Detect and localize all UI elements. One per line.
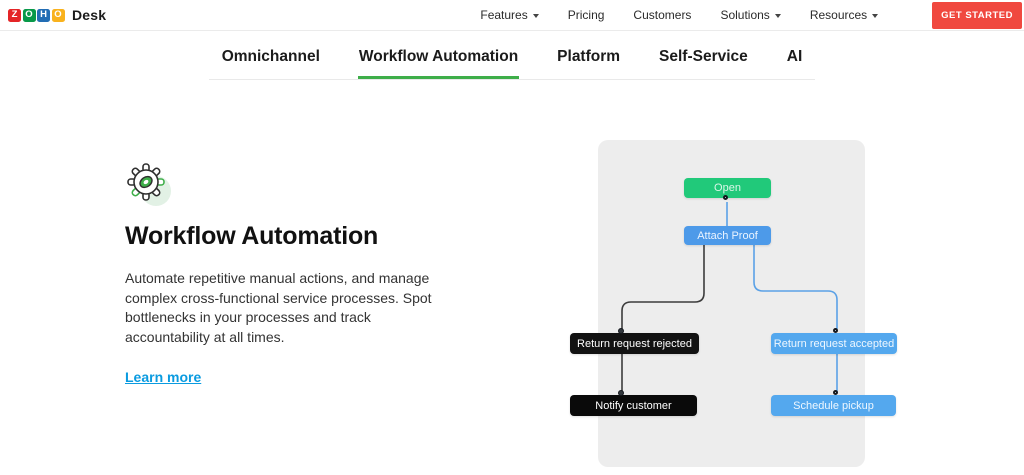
nav-features-label: Features bbox=[480, 8, 528, 22]
logo-tile-o2: O bbox=[51, 8, 65, 22]
chevron-down-icon bbox=[774, 14, 781, 18]
nav-resources[interactable]: Resources bbox=[809, 8, 879, 22]
tab-self-service[interactable]: Self-Service bbox=[659, 48, 748, 65]
workflow-diagram: Open Attach Proof Return request rejecte… bbox=[560, 130, 920, 475]
logo-tile-z: Z bbox=[8, 8, 21, 22]
nav-solutions[interactable]: Solutions bbox=[720, 8, 781, 22]
gear-icon bbox=[125, 158, 173, 210]
tab-platform[interactable]: Platform bbox=[557, 48, 621, 65]
flow-node-return-request-accepted[interactable]: Return request accepted bbox=[771, 333, 897, 354]
nav-features[interactable]: Features bbox=[480, 8, 539, 22]
tab-ai[interactable]: AI bbox=[786, 48, 803, 65]
section-title: Workflow Automation bbox=[125, 222, 379, 250]
logo-tile-h: H bbox=[37, 8, 50, 22]
flow-node-return-request-rejected[interactable]: Return request rejected bbox=[570, 333, 699, 354]
zoho-desk-logo[interactable]: Z O H O Desk bbox=[8, 7, 106, 23]
flow-node-attach-proof[interactable]: Attach Proof bbox=[684, 226, 771, 245]
connector-dot-icon bbox=[618, 328, 624, 334]
nav-pricing-label: Pricing bbox=[567, 8, 605, 22]
flow-node-open[interactable]: Open bbox=[684, 178, 771, 198]
intro-section: Workflow Automation Automate repetitive … bbox=[125, 158, 465, 387]
learn-more-link[interactable]: Learn more bbox=[125, 369, 202, 386]
nav-customers[interactable]: Customers bbox=[633, 8, 691, 22]
logo-product-name: Desk bbox=[72, 7, 107, 23]
connector-dot-icon bbox=[618, 390, 624, 396]
tab-workflow-automation[interactable]: Workflow Automation bbox=[358, 38, 519, 79]
tab-omnichannel[interactable]: Omnichannel bbox=[221, 48, 320, 65]
nav-solutions-label: Solutions bbox=[720, 8, 770, 22]
connector-dot-icon bbox=[722, 194, 728, 200]
nav-customers-label: Customers bbox=[633, 8, 692, 22]
top-nav: Features Pricing Customers Solutions Res… bbox=[480, 1, 1022, 29]
nav-resources-label: Resources bbox=[809, 8, 868, 22]
flow-node-notify-customer[interactable]: Notify customer bbox=[570, 395, 697, 416]
flow-node-schedule-pickup[interactable]: Schedule pickup bbox=[771, 395, 896, 416]
chevron-down-icon bbox=[532, 14, 539, 18]
get-started-button[interactable]: GET STARTED bbox=[932, 1, 1022, 29]
nav-pricing[interactable]: Pricing bbox=[568, 8, 605, 22]
feature-tabs-strip: Omnichannel Workflow Automation Platform… bbox=[208, 38, 816, 80]
chevron-down-icon bbox=[872, 14, 879, 18]
feature-tabs: Omnichannel Workflow Automation Platform… bbox=[0, 38, 1024, 80]
section-description: Automate repetitive manual actions, and … bbox=[125, 270, 432, 345]
logo-tile-o1: O bbox=[22, 8, 36, 22]
connector-dot-icon bbox=[832, 389, 838, 395]
connector-dot-icon bbox=[832, 327, 838, 333]
top-header: Z O H O Desk Features Pricing Customers … bbox=[0, 0, 1024, 31]
